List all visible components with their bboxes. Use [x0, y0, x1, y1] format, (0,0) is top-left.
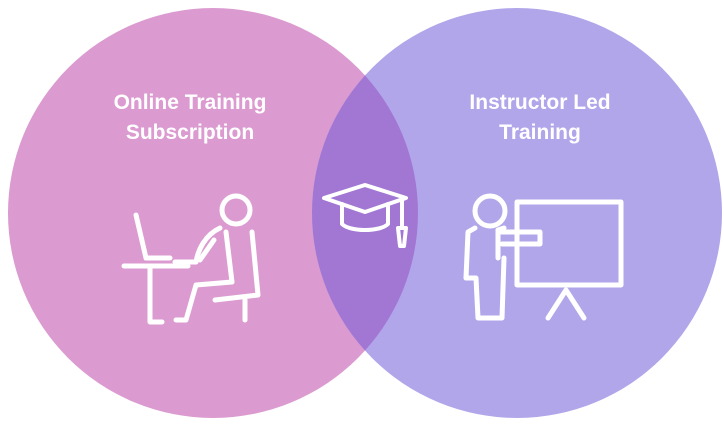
right-circle-title: Instructor Led Training: [415, 88, 665, 148]
left-circle: [8, 8, 418, 418]
person-at-desk-with-laptop-icon: [121, 193, 261, 325]
left-title-line-2: Subscription: [125, 121, 255, 144]
left-circle-title: Online Training Subscription: [60, 88, 320, 148]
presenter-at-whiteboard-icon: [463, 193, 624, 321]
right-title-line-1: Instructor Led: [469, 91, 611, 114]
left-title-line-1: Online Training: [113, 91, 267, 114]
right-title-line-2: Training: [499, 121, 581, 144]
graduation-cap-icon: [322, 183, 408, 248]
